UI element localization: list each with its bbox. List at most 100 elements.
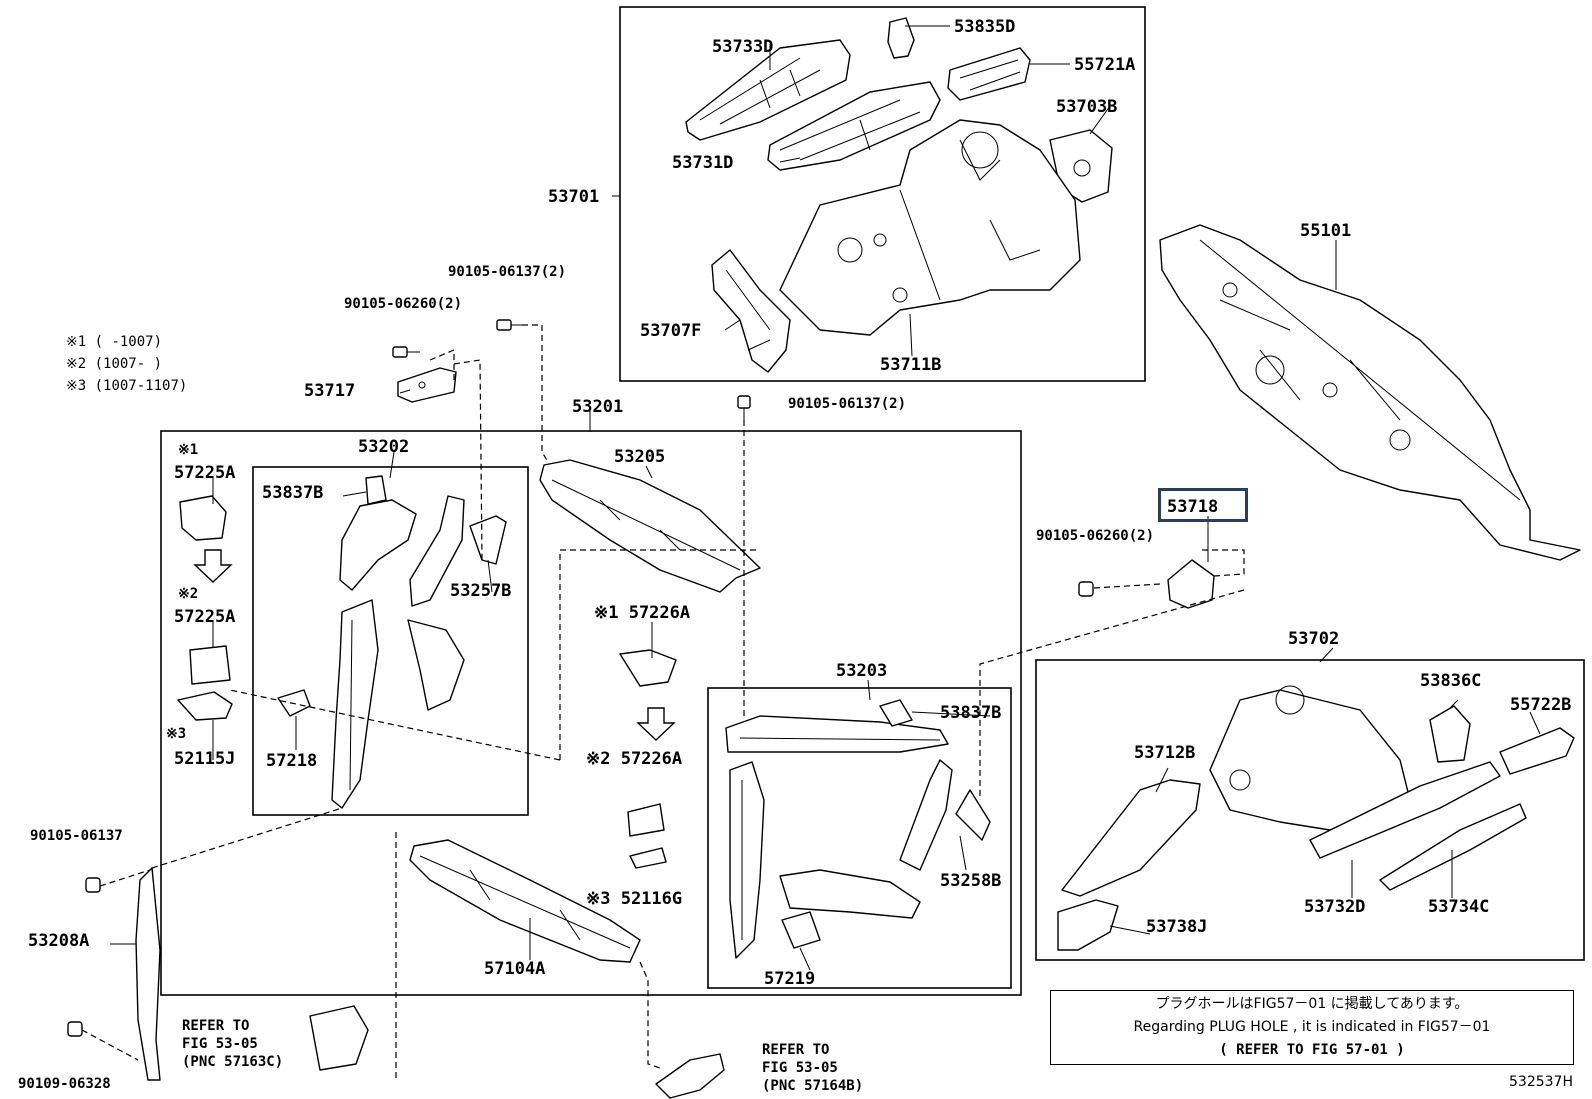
- label-53717: 53717: [304, 381, 355, 401]
- label-90105-06137-2-b: 90105-06137(2): [788, 396, 906, 412]
- refer-1-line-1: REFER TO: [182, 1018, 249, 1034]
- part-57226A-1-drawing: [619, 649, 677, 687]
- label-53701: 53701: [548, 187, 599, 207]
- part-53717-drawing: [397, 367, 457, 403]
- part-53707F-drawing: [711, 249, 791, 373]
- part-53208A-drawing: [135, 867, 161, 1081]
- part-57219-drawing: [781, 911, 821, 949]
- bolt-90105-06260-b: [1078, 581, 1094, 597]
- note-range-1: ※1 ( -1007): [66, 334, 162, 350]
- part-ref-57164B-drawing: [655, 1053, 725, 1099]
- part-53731D-drawing: [767, 81, 941, 171]
- label-52115J: 52115J: [174, 749, 235, 769]
- part-53203-lower-drawing: [779, 869, 921, 919]
- part-53734C-drawing: [1379, 803, 1527, 891]
- label-53836C: 53836C: [1420, 671, 1481, 691]
- label-53835D: 53835D: [954, 17, 1015, 37]
- label-57225A-2: 57225A: [174, 607, 235, 627]
- label-90105-06260-2-b: 90105-06260(2): [1036, 528, 1154, 544]
- label-55722B: 55722B: [1510, 695, 1571, 715]
- refer-1-line-3: (PNC 57163C): [182, 1054, 283, 1070]
- note-range-3: ※3 (1007-1107): [66, 378, 187, 394]
- plug-hole-note-en: Regarding PLUG HOLE , it is indicated in…: [1133, 1019, 1491, 1035]
- label-57225A-1: 57225A: [174, 463, 235, 483]
- label-53203: 53203: [836, 661, 887, 681]
- mark-3: ※3: [166, 726, 186, 742]
- part-53702-apron-drawing: [1209, 685, 1411, 831]
- dash-line-57104A: [395, 832, 661, 1080]
- label-53258B: 53258B: [940, 871, 1001, 891]
- part-53738J-drawing: [1057, 899, 1119, 951]
- label-53208A: 53208A: [28, 931, 89, 951]
- part-53203-brace-drawing: [899, 759, 953, 871]
- label-53738J: 53738J: [1146, 917, 1207, 937]
- label-53707F: 53707F: [640, 321, 701, 341]
- group-box-53702: [1035, 659, 1585, 961]
- part-53733D-drawing: [685, 39, 851, 141]
- label-53734C: 53734C: [1428, 897, 1489, 917]
- dash-line-53717: [429, 349, 483, 561]
- label-53703B: 53703B: [1056, 97, 1117, 117]
- label-53732D: 53732D: [1304, 897, 1365, 917]
- label-55721A: 55721A: [1074, 55, 1135, 75]
- label-53733D: 53733D: [712, 37, 773, 57]
- plug-hole-note-jp: プラグホールはFIG57－01 に掲載してあります。: [1155, 996, 1469, 1012]
- part-53836C-drawing: [1429, 705, 1471, 763]
- group-box-53203: [707, 687, 1012, 989]
- part-53205-drawing: [539, 459, 761, 593]
- dash-line-53718: [979, 549, 1245, 800]
- plug-hole-note: プラグホールはFIG57－01 に掲載してあります。 Regarding PLU…: [1050, 990, 1574, 1065]
- leader-lines: [110, 25, 1541, 971]
- label-57219: 57219: [764, 969, 815, 989]
- part-57225A-1-drawing: [179, 495, 227, 541]
- label-53202: 53202: [358, 437, 409, 457]
- label-53731D: 53731D: [672, 153, 733, 173]
- arrow-down-1: [193, 549, 233, 583]
- part-53203-upper-drawing: [725, 715, 949, 753]
- label-53205: 53205: [614, 447, 665, 467]
- arrow-down-2: [636, 707, 676, 741]
- label-57226A-1: ※1 57226A: [594, 603, 690, 623]
- refer-2-line-3: (PNC 57164B): [762, 1078, 863, 1094]
- part-53202-upper-drawing: [339, 495, 465, 607]
- label-53257B: 53257B: [450, 581, 511, 601]
- diagram-code: 532537H: [1509, 1074, 1573, 1090]
- dash-line-cross: [229, 549, 760, 761]
- part-53202-pillar-drawing: [331, 599, 379, 809]
- label-52116G: ※3 52116G: [586, 889, 682, 909]
- label-90105-06137-2-a: 90105-06137(2): [448, 264, 566, 280]
- label-90109-06328: 90109-06328: [18, 1076, 111, 1092]
- part-57104A-drawing: [409, 839, 641, 963]
- refer-2-line-2: FIG 53-05: [762, 1060, 838, 1076]
- group-box-53201: [160, 430, 1022, 996]
- group-box-53701: [619, 6, 1146, 382]
- label-57104A: 57104A: [484, 959, 545, 979]
- label-55101: 55101: [1300, 221, 1351, 241]
- mark-1: ※1: [178, 442, 198, 458]
- part-52116G-drawing: [629, 847, 667, 869]
- part-57225A-2-drawing: [189, 645, 231, 685]
- part-53258B-drawing: [955, 789, 991, 841]
- label-53711B: 53711B: [880, 355, 941, 375]
- label-90105-06260-2-a: 90105-06260(2): [344, 296, 462, 312]
- part-53712B-drawing: [1061, 779, 1201, 897]
- part-53203-pillar-drawing: [729, 761, 765, 959]
- note-range-2: ※2 (1007- ): [66, 356, 162, 372]
- label-53718[interactable]: 53718: [1167, 497, 1218, 517]
- dash-line-90109: [81, 1029, 139, 1061]
- part-55721A-drawing: [947, 47, 1031, 101]
- bolt-90105-06137-a: [496, 319, 522, 331]
- highlight-box-53718[interactable]: [1158, 488, 1248, 522]
- label-53702: 53702: [1288, 629, 1339, 649]
- label-53201: 53201: [572, 397, 623, 417]
- part-53732D-drawing: [1309, 761, 1501, 859]
- mark-2: ※2: [178, 586, 198, 602]
- plug-hole-note-ref[interactable]: ( REFER TO FIG 57-01 ): [1219, 1042, 1405, 1058]
- part-53837B-2-drawing: [879, 699, 913, 727]
- bolt-90105-06260-a: [392, 346, 420, 358]
- bolt-90109-06328: [67, 1021, 83, 1037]
- part-52115J-drawing: [177, 691, 233, 721]
- label-53837B-1: 53837B: [262, 483, 323, 503]
- part-53711B-drawing: [779, 119, 1081, 336]
- part-53718-drawing: [1167, 559, 1215, 609]
